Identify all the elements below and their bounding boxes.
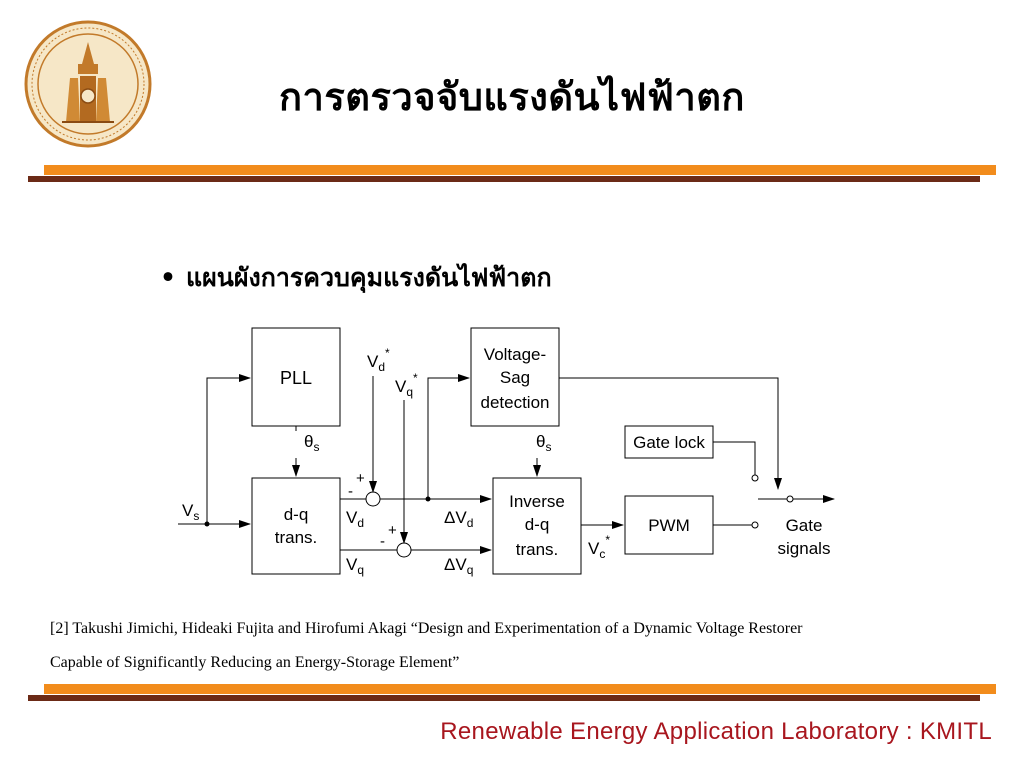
switch-terminal-out [786, 495, 794, 503]
top-accent-bar [44, 165, 996, 175]
sag-label-line1: Voltage- [484, 345, 546, 364]
theta-s-label-pll: θs [304, 432, 319, 454]
pwm-label: PWM [648, 516, 690, 535]
vd-ref-label: Vd* [367, 346, 390, 374]
vq-ref-label: Vq* [395, 371, 418, 399]
kmitl-seal-logo [24, 20, 152, 148]
plus-sign-q: + [388, 522, 397, 539]
sag-label-line3: detection [481, 393, 550, 412]
vq-label: Vq [346, 555, 364, 577]
pll-label: PLL [280, 368, 312, 388]
bullet-text: แผนผังการควบคุมแรงดันไฟฟ้าตก [185, 263, 552, 292]
minus-sign-q: - [380, 533, 385, 550]
sum-junction-d [365, 491, 381, 507]
delta-vq-label: ΔVq [444, 555, 473, 577]
bottom-dark-bar [28, 695, 980, 701]
inverse-label-line1: Inverse [509, 492, 565, 511]
inverse-label-line3: trans. [516, 540, 559, 559]
theta-s-label-inverse: θs [536, 432, 551, 454]
junction-dot-vs [204, 521, 210, 527]
reference-line-2: Capable of Significantly Reducing an Ene… [50, 654, 460, 671]
plus-sign-d: + [356, 470, 365, 487]
delta-vd-label: ΔVd [444, 508, 473, 530]
bottom-accent-bar [44, 684, 996, 694]
slide-title: การตรวจจับแรงดันไฟฟ้าตก [279, 74, 745, 119]
pwm-block [624, 495, 714, 555]
dq-label-line2: trans. [275, 528, 318, 547]
top-dark-bar [28, 176, 980, 182]
vc-ref-label: Vc* [588, 533, 610, 561]
inverse-dq-trans-block [492, 477, 582, 575]
switch-terminal-lock [751, 474, 759, 482]
vs-label: Vs [182, 501, 199, 523]
control-block-diagram: PLL d-q trans. Voltage- Sag detection In… [178, 327, 835, 577]
vd-label: Vd [346, 508, 364, 530]
footer-lab-name: Renewable Energy Application Laboratory … [440, 718, 992, 745]
reference-line-1: [2] Takushi Jimichi, Hideaki Fujita and … [50, 620, 803, 637]
switch-terminal-pwm [751, 521, 759, 529]
bullet-item: • แผนผังการควบคุมแรงดันไฟฟ้าตก [160, 258, 552, 298]
pll-block [251, 327, 341, 427]
dq-trans-block [251, 477, 341, 575]
gate-lock-label: Gate lock [633, 433, 705, 452]
dq-label-line1: d-q [284, 505, 309, 524]
junction-dot-vd [425, 496, 431, 502]
sag-label-line2: Sag [500, 368, 530, 387]
bullet-marker: • [160, 263, 176, 292]
gate-signals-line1: Gate [786, 516, 823, 535]
voltage-sag-detection-block [470, 327, 560, 427]
gate-signals-line2: signals [778, 539, 831, 558]
gate-lock-block [624, 425, 714, 459]
minus-sign-d: - [348, 483, 353, 500]
sum-junction-q [396, 542, 412, 558]
inverse-label-line2: d-q [525, 515, 550, 534]
